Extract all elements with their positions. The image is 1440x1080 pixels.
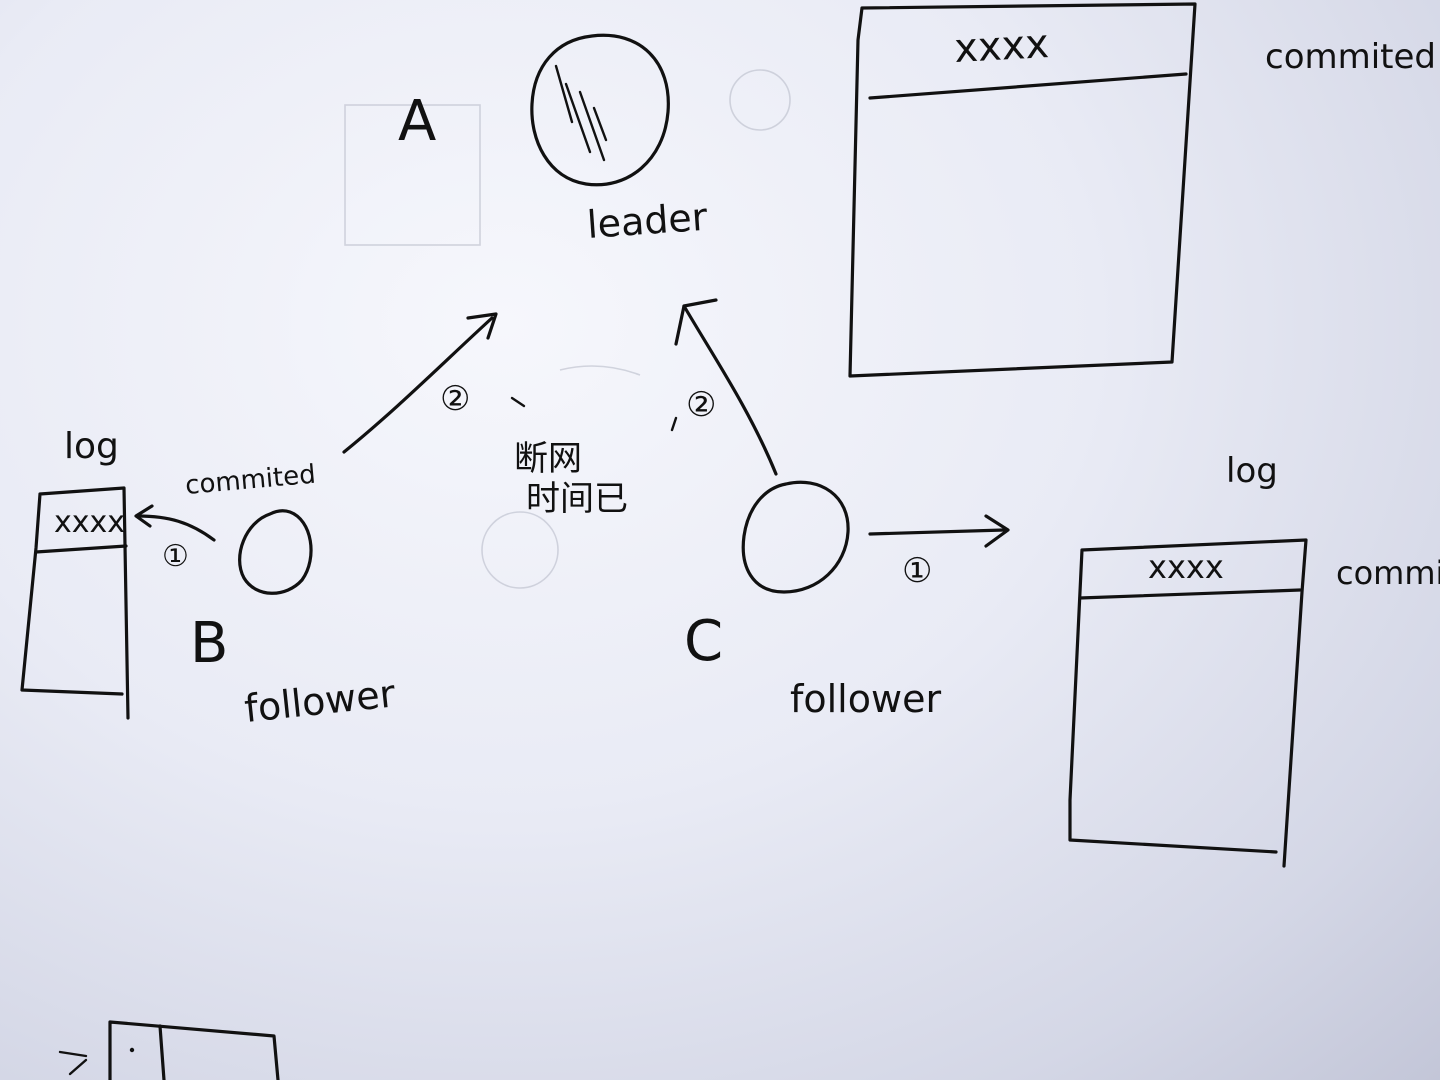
- b-append-step: ①: [162, 539, 189, 574]
- node-c-letter: C: [684, 609, 723, 674]
- bottom-dot: [129, 1047, 135, 1053]
- leader-hatch-2: [564, 82, 592, 154]
- c-append-step: ①: [902, 551, 932, 591]
- b-to-leader-arrowhead: [466, 312, 498, 340]
- follower-b-log-border: [20, 486, 130, 720]
- follower-c-log: log xxxx commit: [1068, 451, 1440, 868]
- follower-b-log-header-divider: [34, 544, 128, 554]
- leader-log-status: commited: [1265, 37, 1436, 77]
- b-to-leader-line: [342, 316, 494, 454]
- follower-c-label: follower: [790, 677, 941, 721]
- follower-b-log-title: log: [64, 426, 119, 467]
- follower-c-circle: [741, 480, 850, 594]
- leader-label: leader: [586, 195, 709, 247]
- c-append-arrowhead: [984, 514, 1010, 548]
- node-b-letter: B: [190, 611, 228, 676]
- bottom-box: [108, 1020, 280, 1080]
- follower-b-log-entry: xxxx: [54, 505, 125, 540]
- follower-c-node: C follower: [684, 480, 941, 721]
- b-append-arrow: ①: [134, 504, 216, 574]
- b-append-arrowhead: [134, 504, 154, 528]
- network-annotation: 断网 时间已: [510, 396, 628, 519]
- follower-b-log-status: commited: [184, 460, 317, 501]
- b-append-arrow-line: [136, 514, 216, 542]
- leader-log: xxxx commited: [848, 2, 1436, 378]
- bottom-arrow: [58, 1050, 88, 1076]
- follower-c-log-entry: xxxx: [1148, 548, 1224, 586]
- c-append-arrow: ①: [868, 514, 1010, 591]
- annotation-text: 断网 时间已: [514, 439, 628, 519]
- follower-c-log-header-divider: [1078, 588, 1302, 600]
- c-append-arrow-line: [868, 528, 1006, 536]
- leader-circle: [530, 33, 670, 187]
- leader-log-border: [848, 2, 1197, 378]
- follower-b-circle: [238, 509, 313, 595]
- c-to-leader-tick: [670, 416, 678, 432]
- node-a-letter: A: [398, 89, 436, 154]
- bottom-box-divider: [158, 1024, 166, 1080]
- leader-hatch-4: [592, 106, 608, 142]
- paper-bleed-through: [344, 69, 791, 589]
- annotation-dash: [510, 396, 526, 408]
- b-to-leader-arrow: ②: [342, 312, 498, 454]
- follower-c-log-status: commit: [1336, 554, 1440, 592]
- partial-bottom-sketch: [58, 1020, 280, 1080]
- b-to-leader-step: ②: [440, 379, 470, 419]
- c-to-leader-arrowhead: [674, 298, 718, 346]
- follower-c-log-title: log: [1226, 451, 1278, 491]
- leader-hatch-1: [554, 64, 574, 124]
- follower-b-node: B follower: [190, 509, 398, 731]
- c-to-leader-line: [682, 304, 778, 476]
- c-to-leader-step: ②: [686, 385, 716, 425]
- leader-log-header-divider: [868, 72, 1188, 100]
- follower-b-label: follower: [242, 671, 397, 731]
- c-to-leader-arrow: ②: [670, 298, 778, 476]
- leader-hatch-3: [578, 90, 606, 162]
- leader-node: A leader: [398, 33, 709, 247]
- follower-c-log-border: [1068, 538, 1308, 868]
- leader-log-entry: xxxx: [953, 21, 1050, 72]
